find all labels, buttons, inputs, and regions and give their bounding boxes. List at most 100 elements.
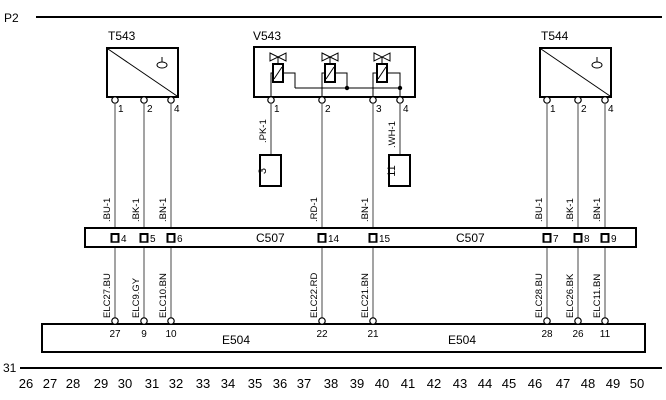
wire-label-t544-4: .BN-1 bbox=[592, 198, 603, 222]
c507-pin[interactable]: 14 bbox=[317, 233, 340, 245]
c507-pin[interactable]: 4 bbox=[110, 233, 128, 245]
splice-11[interactable]: 11 bbox=[386, 104, 411, 187]
v543-pin-1: 1 bbox=[274, 104, 280, 115]
diagonal-icon bbox=[107, 48, 178, 97]
component-t543[interactable]: T543 bbox=[106, 29, 179, 98]
grid-number: 43 bbox=[453, 376, 467, 391]
grid-number: 44 bbox=[478, 376, 492, 391]
wire-label-t544-1: .BU-1 bbox=[534, 198, 545, 222]
pin-terminal-icon bbox=[167, 96, 175, 104]
pin-terminal-icon bbox=[111, 96, 119, 104]
c507-pin-number: 14 bbox=[328, 234, 340, 245]
sensor-symbol-icon bbox=[591, 57, 603, 69]
grid-number: 38 bbox=[324, 376, 338, 391]
e504-pin-number: 22 bbox=[316, 329, 328, 340]
wire-label-t544-2: .BK-1 bbox=[565, 198, 576, 222]
e504-pin-number: 9 bbox=[141, 329, 147, 340]
c507-pin[interactable]: 5 bbox=[139, 233, 157, 245]
grid-number: 41 bbox=[401, 376, 415, 391]
grid-number: 40 bbox=[375, 376, 389, 391]
pin-terminal-icon bbox=[543, 96, 551, 104]
grid-number: 49 bbox=[606, 376, 620, 391]
wire-label-t543-4: .BN-1 bbox=[158, 198, 169, 222]
c507-pin-number: 9 bbox=[611, 234, 617, 245]
grid-number: 31 bbox=[145, 376, 159, 391]
solenoid-valve-icon bbox=[321, 52, 348, 97]
grid-number: 34 bbox=[221, 376, 235, 391]
pin-terminal-icon bbox=[601, 96, 609, 104]
grid-number: 37 bbox=[297, 376, 311, 391]
t544-label: T544 bbox=[541, 29, 569, 43]
pin-terminal-icon bbox=[396, 96, 404, 104]
e504-pin-terminal-icon bbox=[369, 317, 377, 325]
c507-pin[interactable]: 6 bbox=[166, 233, 184, 245]
grid-number: 32 bbox=[169, 376, 183, 391]
e504-pin-terminal-icon bbox=[574, 317, 582, 325]
grid-number: 45 bbox=[502, 376, 516, 391]
e504-pin-number: 11 bbox=[600, 329, 611, 340]
t544-pin-2: 2 bbox=[581, 104, 587, 115]
wire-label-v543-3: .BN-1 bbox=[360, 198, 371, 222]
c507-pin-number: 4 bbox=[121, 234, 127, 245]
grid-number: 47 bbox=[556, 376, 570, 391]
component-v543[interactable]: V543 bbox=[253, 29, 416, 98]
pin-terminal-icon bbox=[318, 96, 326, 104]
c507-pin[interactable]: 15 bbox=[368, 233, 391, 245]
pin-terminal-icon bbox=[369, 96, 377, 104]
c507-pin-number: 7 bbox=[553, 234, 559, 245]
diagonal-icon bbox=[540, 48, 611, 97]
c507-pin-number: 15 bbox=[379, 234, 391, 245]
v543-pin-3: 3 bbox=[376, 104, 382, 115]
grid-number: 26 bbox=[19, 376, 33, 391]
e504-pin-number: 10 bbox=[165, 329, 177, 340]
e504-label-right: E504 bbox=[448, 333, 476, 347]
component-t544[interactable]: T544 bbox=[539, 29, 612, 98]
wire-label-t543-1: .BU-1 bbox=[102, 198, 113, 222]
grid-number: 50 bbox=[630, 376, 644, 391]
lower-wire-label: ELC28.BU bbox=[534, 273, 545, 318]
t543-label: T543 bbox=[108, 29, 136, 43]
grid-number: 39 bbox=[350, 376, 364, 391]
v543-label: V543 bbox=[253, 29, 281, 43]
v543-pin-2: 2 bbox=[325, 104, 331, 115]
grid-number: 33 bbox=[196, 376, 210, 391]
e504-pin-terminal-icon bbox=[601, 317, 609, 325]
c507-pin[interactable]: 9 bbox=[600, 233, 618, 245]
e504-label-left: E504 bbox=[222, 333, 250, 347]
grid-number: 46 bbox=[528, 376, 542, 391]
sensor-symbol-icon bbox=[156, 57, 168, 69]
grid-number: 27 bbox=[43, 376, 57, 391]
c507-pin-number: 5 bbox=[150, 234, 156, 245]
rail-label-p2: P2 bbox=[4, 11, 19, 25]
c507-pin[interactable]: 7 bbox=[542, 233, 560, 245]
pin-terminal-icon bbox=[574, 96, 582, 104]
lower-wire-label: ELC22.RD bbox=[309, 272, 320, 318]
splice-3[interactable]: 3 bbox=[257, 104, 282, 187]
connector-c507[interactable]: C507 C507 bbox=[84, 227, 637, 248]
lower-wire-label: ELC10.BN bbox=[158, 273, 169, 318]
e504-pin-number: 27 bbox=[109, 329, 121, 340]
lower-wire-label: ELC9.GY bbox=[131, 277, 142, 318]
e504-pin-terminal-icon bbox=[543, 317, 551, 325]
wire-label-t543-2: .BK-1 bbox=[131, 198, 142, 222]
grid-number: 48 bbox=[581, 376, 595, 391]
rail-label-31: 31 bbox=[3, 361, 17, 375]
c507-label-right: C507 bbox=[456, 231, 485, 245]
pin-terminal-icon bbox=[267, 96, 275, 104]
v543-pin-4: 4 bbox=[403, 104, 409, 115]
t543-pin-2: 2 bbox=[147, 104, 153, 115]
t543-pin-1: 1 bbox=[118, 104, 124, 115]
e504-pin-terminal-icon bbox=[167, 317, 175, 325]
c507-pin-number: 8 bbox=[584, 234, 590, 245]
module-e504[interactable]: E504 E504 bbox=[41, 323, 646, 353]
c507-pin[interactable]: 8 bbox=[573, 233, 591, 245]
splice-3-label: 3 bbox=[257, 168, 269, 174]
c507-pin-number: 6 bbox=[177, 234, 183, 245]
e504-pin-terminal-icon bbox=[111, 317, 119, 325]
lower-wire-label: ELC21.BN bbox=[360, 273, 371, 318]
grid-number: 35 bbox=[248, 376, 262, 391]
wire-label-pk1: .PK-1 bbox=[258, 119, 269, 143]
grid-number: 28 bbox=[66, 376, 80, 391]
e504-pin-number: 28 bbox=[541, 329, 553, 340]
